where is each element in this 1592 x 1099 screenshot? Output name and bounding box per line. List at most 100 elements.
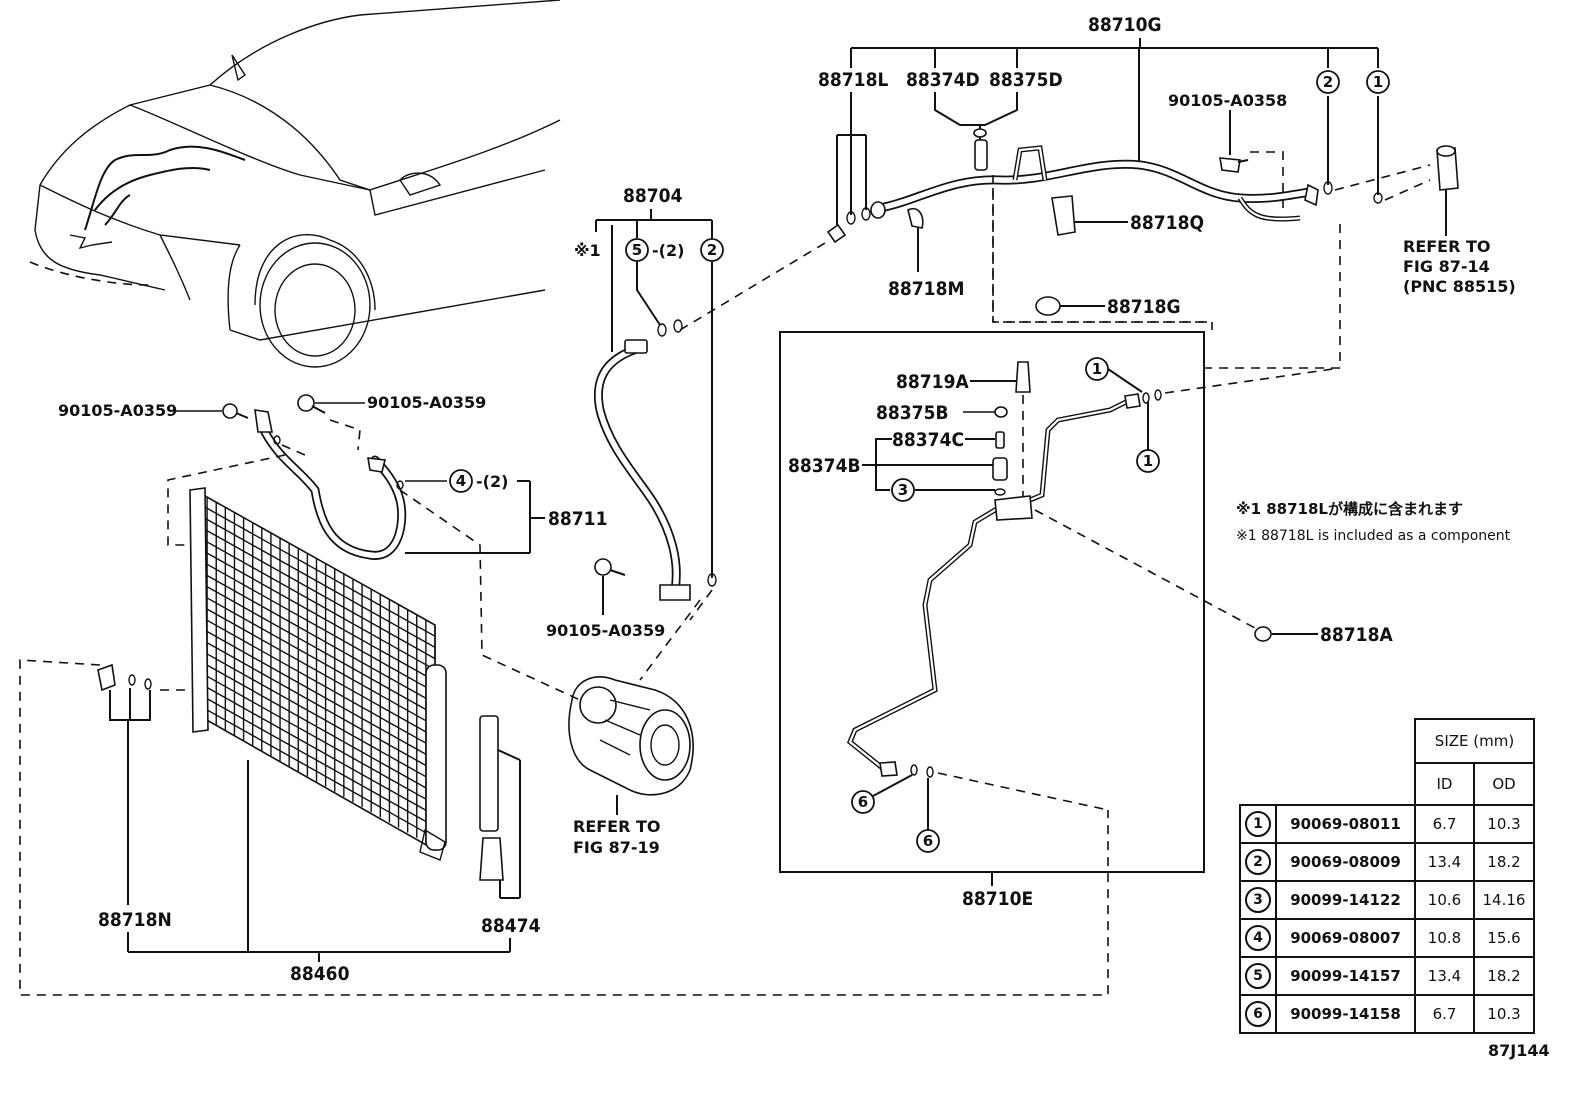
callout-5: [625, 238, 649, 262]
svg-text:4: 4: [456, 472, 466, 490]
label-88718L: 88718L: [818, 69, 888, 91]
id-value: 10.8: [1414, 918, 1475, 958]
id-value: 13.4: [1414, 842, 1475, 882]
refer-88515-line1: REFER TO: [1403, 237, 1491, 256]
callout-3: [891, 478, 915, 502]
label-90105-A0359-mid: 90105-A0359: [367, 393, 486, 412]
callout-4: [449, 469, 473, 493]
callout-2-88704: [700, 238, 724, 262]
label-90105-A0359-left: 90105-A0359: [58, 401, 177, 420]
part-number: 90069-08009: [1275, 842, 1416, 882]
part-number: 90099-14122: [1275, 880, 1416, 920]
svg-text:1: 1: [1092, 360, 1102, 378]
callout-5-icon: 5: [1245, 963, 1271, 989]
part-number: 90099-14158: [1275, 994, 1416, 1034]
table-row: 4 90069-08007 10.8 15.6: [1239, 918, 1535, 958]
cap-88375B: [994, 406, 1008, 418]
bracket-88718N: [97, 663, 116, 692]
label-88718G: 88718G: [1107, 296, 1181, 318]
refer-compressor-line1: REFER TO: [573, 817, 661, 836]
qty-5: -(2): [652, 241, 684, 260]
note-ref-88704: ※1: [574, 241, 601, 260]
table-row: 3 90099-14122 10.6 14.16: [1239, 880, 1535, 920]
svg-text:2: 2: [1323, 73, 1333, 91]
label-90105-A0359-compressor: 90105-A0359: [546, 621, 665, 640]
svg-text:6: 6: [923, 832, 933, 850]
id-value: 6.7: [1414, 804, 1475, 844]
label-88474: 88474: [481, 915, 541, 937]
label-88374C: 88374C: [892, 429, 964, 451]
pressure-switch-88719A: [1015, 361, 1031, 393]
refer-compressor-line2: FIG 87-19: [573, 838, 660, 857]
bolt-90105-A0358-icon: [1219, 157, 1241, 173]
clamp-88718A: [1254, 626, 1272, 642]
discharge-hose-88704: [593, 343, 681, 595]
label-88704: 88704: [623, 185, 683, 207]
oring-size-table: SIZE (mm) ID OD 1 90069-08011 6.7 10.3 2…: [1239, 718, 1535, 1034]
label-88374D: 88374D: [906, 69, 980, 91]
svg-text:2: 2: [707, 241, 717, 259]
label-88711: 88711: [548, 508, 607, 530]
receiver-tank: [425, 664, 447, 851]
table-row: 6 90099-14158 6.7 10.3: [1239, 994, 1535, 1034]
bolt-icon: [594, 558, 612, 576]
assembly-88710E-group: 88710E 88719A 88375B 88374C 88374B 3 1 1: [779, 331, 1341, 910]
bracket-88718Q: [1051, 195, 1076, 236]
id-value: 13.4: [1414, 956, 1475, 996]
note-en: ※1 88718L is included as a component: [1236, 528, 1511, 544]
id-value: 10.6: [1414, 880, 1475, 920]
part-number: 90099-14157: [1275, 956, 1416, 996]
condenser-88460-group: 88474 88718N 88460: [19, 487, 1109, 996]
col-od-header: OD: [1473, 762, 1535, 806]
note-jp: ※1 88718Lが構成に含まれます: [1236, 500, 1463, 518]
od-value: 10.3: [1473, 994, 1535, 1034]
callout-4-icon: 4: [1245, 925, 1271, 951]
service-valve-88374B: [992, 457, 1008, 481]
table-row: 2 90069-08009 13.4 18.2: [1239, 842, 1535, 882]
figure-id: 87J144: [1488, 1041, 1550, 1060]
bolt-90105-A0359-compressor-group: 90105-A0359: [546, 558, 665, 640]
svg-text:6: 6: [858, 793, 868, 811]
svg-text:3: 3: [898, 481, 908, 499]
od-value: 18.2: [1473, 842, 1535, 882]
label-88718Q: 88718Q: [1130, 212, 1204, 234]
od-value: 10.3: [1473, 804, 1535, 844]
desiccant-filter: [479, 715, 499, 832]
table-row: 5 90099-14157 13.4 18.2: [1239, 956, 1535, 996]
part-number: 90069-08011: [1275, 804, 1416, 844]
svg-text:1: 1: [1373, 73, 1383, 91]
label-88374B: 88374B: [788, 455, 861, 477]
vehicle-outline-illustration: [29, 0, 561, 368]
clip-88718L: [826, 223, 847, 244]
qty-4: -(2): [476, 472, 508, 491]
grommet-88718G: [1035, 296, 1061, 316]
callout-2: [1316, 70, 1340, 94]
size-header: SIZE (mm): [1414, 718, 1535, 764]
compressor-illustration: REFER TO FIG 87-19: [568, 676, 694, 857]
label-88719A: 88719A: [896, 371, 969, 393]
refer-88515-line3: (PNC 88515): [1403, 277, 1516, 296]
label-88718N: 88718N: [98, 909, 172, 931]
id-value: 6.7: [1414, 994, 1475, 1034]
assembly-88710G-group: 88710G 88718L 88374D 88375D 90105-A0358 …: [679, 14, 1431, 369]
refer-88515-line2: FIG 87-14: [1403, 257, 1490, 276]
label-88375D: 88375D: [989, 69, 1063, 91]
callout-3-icon: 3: [1245, 887, 1271, 913]
liquid-tube-88710E: [846, 397, 1132, 772]
expansion-valve-reference: REFER TO FIG 87-14 (PNC 88515): [1403, 145, 1516, 296]
clamp-88718A-group: 88718A: [1254, 624, 1393, 646]
cap-88474: [479, 837, 504, 881]
od-value: 15.6: [1473, 918, 1535, 958]
svg-text:5: 5: [632, 241, 642, 259]
bolt-icon: [297, 394, 315, 412]
od-value: 18.2: [1473, 956, 1535, 996]
valve-core-88374C: [995, 431, 1005, 449]
callout-1: [1366, 70, 1390, 94]
label-88375B: 88375B: [876, 402, 949, 424]
assembly-88711-group: 90105-A0359 90105-A0359 4 -(2) 88711: [58, 393, 607, 701]
label-90105-A0358: 90105-A0358: [1168, 91, 1287, 110]
label-88710E: 88710E: [962, 888, 1033, 910]
callout-6-a: [851, 790, 875, 814]
od-value: 14.16: [1473, 880, 1535, 920]
